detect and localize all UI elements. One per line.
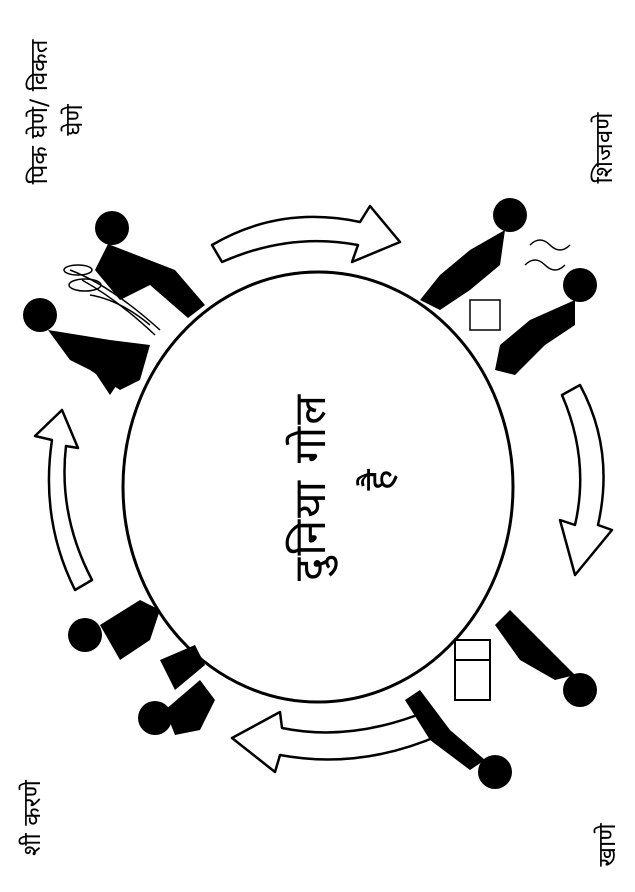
arrow-right xyxy=(560,385,612,575)
stage-label-toilet: शी करणे xyxy=(18,779,46,855)
stage-label-buying-line2: घेणे xyxy=(60,104,88,136)
arrow-bottom xyxy=(232,712,440,772)
center-title-line1: दुनिया गोल xyxy=(285,393,338,581)
stage-label-cooking: शिजवणे xyxy=(590,112,618,184)
arrow-top xyxy=(212,206,400,262)
arrow-left xyxy=(35,410,92,590)
center-title-line2: है xyxy=(356,469,402,491)
stage-label-eating: खाणे xyxy=(593,823,621,867)
stage-label-buying-line1: पिक घेणे/ विकत xyxy=(25,38,53,184)
